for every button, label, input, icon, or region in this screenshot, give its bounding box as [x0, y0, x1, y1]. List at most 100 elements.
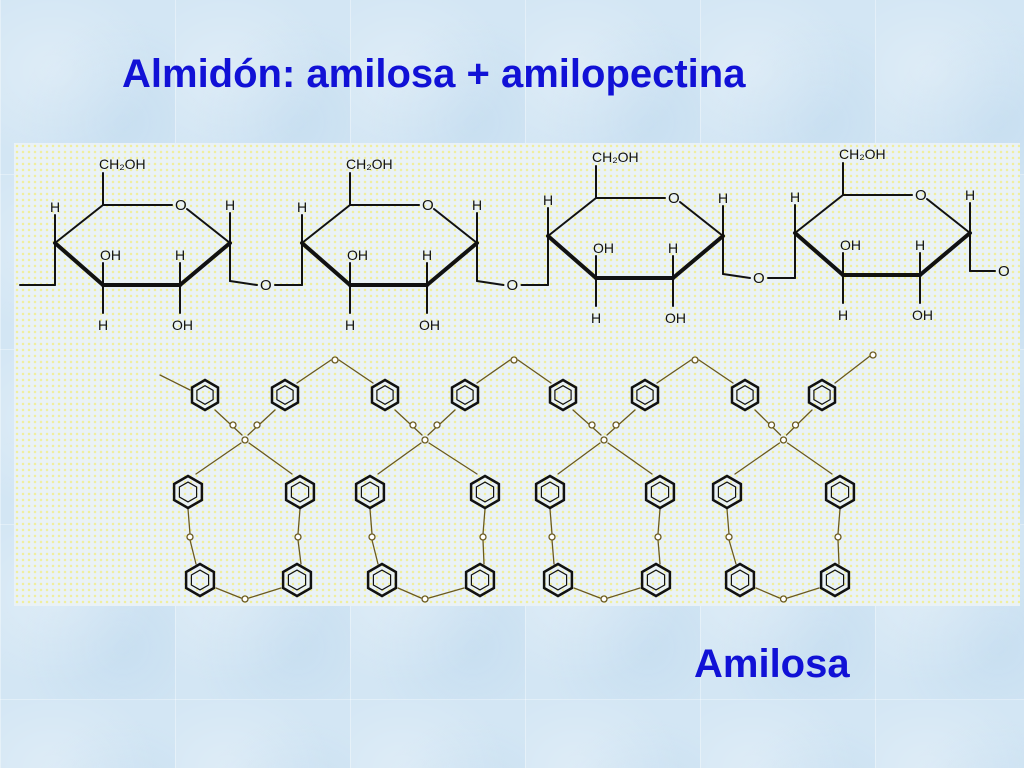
ring-bond	[794, 194, 844, 234]
glucose-unit-inner-ring	[650, 481, 670, 503]
helix-oxygen-dot	[331, 356, 339, 364]
helix-link	[394, 409, 423, 436]
ring-bond-front	[546, 234, 598, 280]
c3-oh-label: OH	[100, 247, 121, 263]
helix-oxygen-dot	[779, 436, 788, 444]
glucose-unit-hexagon	[640, 562, 672, 598]
glucose-unit-inner-ring	[730, 569, 750, 591]
glycosidic-bond	[722, 273, 751, 279]
helix-oxygen-dot	[510, 356, 518, 364]
helix-oxygen-dot	[368, 533, 376, 541]
c2-oh-label: OH	[419, 317, 440, 333]
glucose-unit-hexagon	[644, 474, 676, 510]
glucose-unit-hexagon	[284, 474, 316, 510]
ring-bond-front	[793, 231, 845, 277]
helix-link	[726, 508, 730, 535]
amylose-caption: Amilosa	[694, 642, 850, 686]
helix-oxygen-dot	[294, 533, 302, 541]
ring-bond-front	[671, 234, 725, 280]
glucose-unit-inner-ring	[178, 481, 198, 503]
ring-bond-front	[300, 241, 352, 287]
helix-oxygen-dot	[588, 421, 596, 429]
helix-oxygen-dot	[654, 533, 662, 541]
glucose-unit-inner-ring	[475, 481, 495, 503]
c3-h-label: H	[345, 317, 355, 333]
helix-oxygen-dot	[421, 595, 429, 603]
glucose-unit-inner-ring	[636, 385, 654, 405]
ring-bond	[547, 197, 597, 237]
glucose-unit-inner-ring	[372, 569, 392, 591]
ring-bond	[186, 208, 231, 244]
ring-bond	[301, 204, 351, 244]
c3-oh-label: OH	[593, 240, 614, 256]
helix-oxygen-dot	[725, 533, 733, 541]
helix-link	[248, 442, 293, 475]
glucose-unit-hexagon	[542, 562, 574, 598]
helix-oxygen-dot	[409, 421, 417, 429]
helix-turn-2	[354, 378, 501, 603]
helix-turn-1	[172, 378, 316, 603]
glucose-unit-inner-ring	[470, 569, 490, 591]
glucose-unit-hexagon	[534, 474, 566, 510]
glucose-unit-hexagon	[464, 562, 496, 598]
helix-oxygen-dot	[767, 421, 776, 429]
helix-oxygen-dot	[691, 356, 699, 364]
glucose-unit-hexagon	[819, 562, 851, 598]
c3-h-label: H	[838, 307, 848, 323]
glucose-unit-inner-ring	[360, 481, 380, 503]
helix-link	[837, 539, 840, 565]
c2-h-label: H	[175, 247, 185, 263]
glucose-unit-inner-ring	[276, 385, 294, 405]
glucose-unit-inner-ring	[376, 385, 394, 405]
helix-link	[551, 539, 555, 565]
c2-oh-label: OH	[912, 307, 933, 323]
helix-link	[482, 508, 486, 535]
ch2oh-label: CH₂OH	[99, 156, 146, 172]
slide-title: Almidón: amilosa + amilopectina	[122, 52, 746, 96]
glucose-unit-hexagon	[184, 562, 216, 598]
ring-bond	[679, 201, 724, 237]
helix-link	[698, 359, 734, 384]
c1-h-label: H	[225, 197, 235, 213]
helix-link	[657, 539, 661, 565]
glucose-unit-hexagon	[711, 474, 743, 510]
helix-oxygen-dot	[421, 436, 429, 444]
helix-oxygen-dot	[253, 421, 261, 429]
ring-bond-front	[425, 241, 479, 287]
helix-link	[369, 508, 373, 535]
helix-oxygen-dot	[433, 421, 441, 429]
helix-link	[517, 359, 552, 384]
glycosidic-oxygen-label: O	[260, 277, 272, 294]
ring-bond	[926, 198, 971, 234]
glucose-unit-hexagon	[730, 378, 760, 412]
c2-oh-label: OH	[665, 310, 686, 326]
glycosidic-bond	[229, 280, 258, 286]
glucose-unit-hexagon	[630, 378, 660, 412]
glucose-unit-hexagon	[172, 474, 204, 510]
helix-oxygen-dot	[479, 533, 487, 541]
helix-top-links	[159, 351, 877, 391]
glucose-unit-inner-ring	[190, 569, 210, 591]
glucose-unit-inner-ring	[717, 481, 737, 503]
ring-oxygen-label: O	[668, 190, 680, 207]
glucose-unit-inner-ring	[736, 385, 754, 405]
helix-link	[557, 442, 601, 475]
c3-oh-label: OH	[347, 247, 368, 263]
helix-link	[573, 587, 601, 599]
c3-h-label: H	[98, 317, 108, 333]
helix-link	[189, 539, 197, 565]
helix-link	[657, 508, 661, 535]
glucose-unit-hexagon	[824, 474, 856, 510]
helix-turn-3	[534, 378, 676, 603]
helix-link	[427, 409, 456, 436]
helix-link	[397, 587, 422, 599]
glucose-unit-inner-ring	[554, 385, 572, 405]
ring-bond	[433, 208, 478, 244]
helix-link	[428, 442, 478, 475]
helix-link	[338, 359, 374, 384]
helix-oxygen-dot	[834, 533, 842, 541]
helix-link	[428, 587, 465, 599]
glucose-unit-hexagon	[366, 562, 398, 598]
